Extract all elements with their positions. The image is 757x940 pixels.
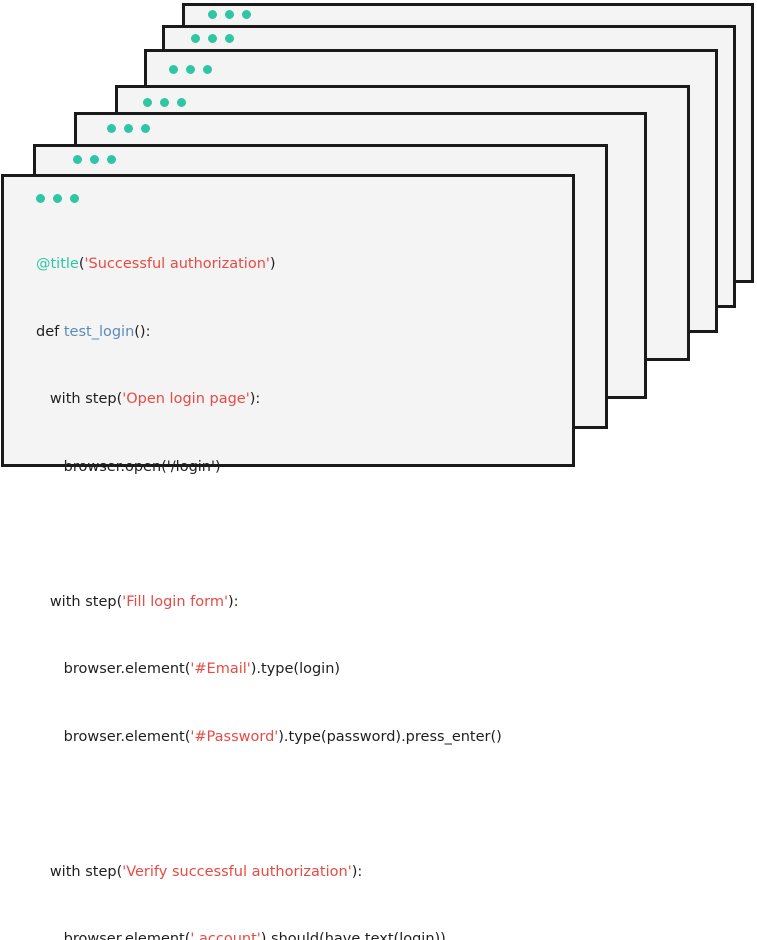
indent: [36, 661, 64, 677]
string-literal: 'Verify successful authorization': [122, 863, 352, 880]
code-line-6: with step('Fill login form'):: [36, 591, 502, 614]
code-token: browser.element(: [63, 728, 191, 745]
dot-icon: [124, 124, 133, 133]
code-token: ).should(have.text(login)): [260, 931, 446, 940]
dot-icon: [73, 155, 82, 164]
window-controls: [73, 155, 116, 164]
code-line-4: browser.open('/login'): [36, 456, 502, 479]
string-literal: '#Password': [190, 728, 279, 745]
code-token: with step(: [49, 391, 123, 407]
dot-icon: [90, 155, 99, 164]
indent: [36, 931, 64, 940]
dot-icon: [225, 34, 234, 43]
window-controls: [36, 194, 79, 203]
decorator: @title: [36, 256, 79, 272]
dot-icon: [53, 194, 62, 203]
code-token: with step(: [49, 863, 123, 880]
window-controls: [208, 10, 251, 19]
window-controls: [143, 98, 186, 107]
code-line-9: [36, 793, 502, 816]
code-token: browser.element(: [63, 661, 191, 677]
code-line-1: @title('Successful authorization'): [36, 253, 502, 276]
dot-icon: [203, 65, 212, 74]
dot-icon: [70, 194, 79, 203]
front-code-window: [1, 174, 575, 467]
dot-icon: [186, 65, 195, 74]
window-controls: [107, 124, 150, 133]
code-line-10: with step('Verify successful authorizati…: [36, 861, 502, 884]
code-token: ():: [134, 323, 151, 340]
code-line-8: browser.element('#Password').type(passwo…: [36, 726, 502, 749]
dot-icon: [107, 124, 116, 133]
function-name: test_login: [63, 323, 135, 340]
dot-icon: [143, 98, 152, 107]
string-literal: '.account': [190, 931, 261, 940]
dot-icon: [177, 98, 186, 107]
indent: [36, 459, 64, 475]
indent: [36, 594, 50, 610]
code-token: ):: [227, 593, 239, 610]
dot-icon: [208, 10, 217, 19]
code-token: (: [78, 256, 85, 272]
string-literal: 'Open login page': [122, 391, 250, 407]
dot-icon: [141, 124, 150, 133]
dot-icon: [169, 65, 178, 74]
code-token: with step(: [49, 593, 123, 610]
code-line-7: browser.element('#Email').type(login): [36, 658, 502, 681]
dot-icon: [107, 155, 116, 164]
dot-icon: [191, 34, 200, 43]
code-token: ):: [351, 863, 363, 880]
code-token: browser.open('/login'): [63, 458, 221, 475]
indent: [36, 864, 50, 880]
keyword: def: [36, 323, 64, 340]
window-controls: [169, 65, 212, 74]
dot-icon: [36, 194, 45, 203]
code-line-3: with step('Open login page'):: [36, 388, 502, 411]
code-line-11: browser.element('.account').should(have.…: [36, 928, 502, 940]
string-literal: 'Fill login form': [122, 593, 228, 610]
dot-icon: [160, 98, 169, 107]
code-line-5: [36, 523, 502, 546]
string-literal: '#Email': [190, 661, 251, 677]
indent: [36, 391, 50, 407]
code-token: ): [269, 256, 276, 272]
code-token: ):: [249, 391, 261, 407]
dot-icon: [242, 10, 251, 19]
code-block: @title('Successful authorization') def t…: [36, 208, 502, 940]
string-literal: 'Successful authorization': [84, 256, 270, 272]
indent: [36, 729, 64, 745]
code-token: browser.element(: [63, 931, 191, 940]
code-token: ).type(password).press_enter(): [278, 728, 502, 745]
dot-icon: [225, 10, 234, 19]
window-controls: [191, 34, 234, 43]
dot-icon: [208, 34, 217, 43]
code-token: ).type(login): [250, 661, 341, 677]
code-line-2: def test_login():: [36, 321, 502, 344]
